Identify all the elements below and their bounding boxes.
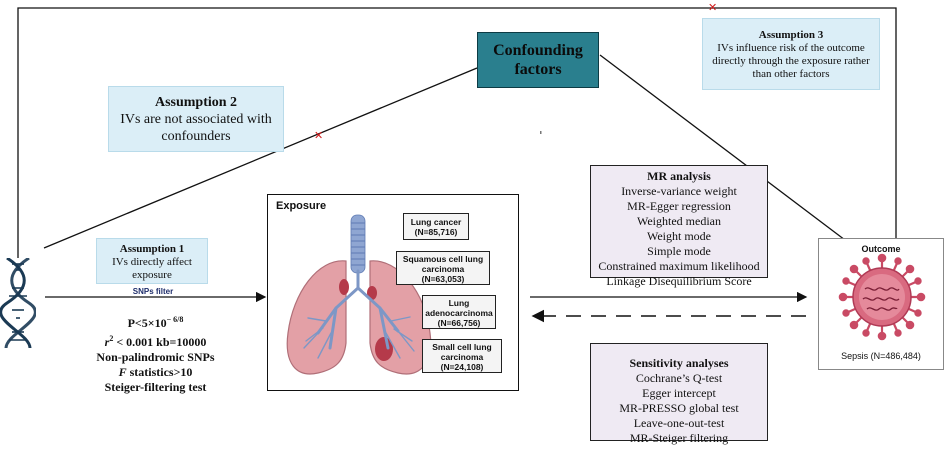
assumption-3-line-1: IVs influence risk of the outcome — [717, 42, 865, 54]
assumption-3-line-3: than other factors — [752, 68, 830, 80]
assumption-2-box: Assumption 2 IVs are not associated with… — [108, 86, 284, 152]
cross-icon-top: ✕ — [708, 1, 718, 14]
assumption-1-line-2: exposure — [132, 269, 172, 281]
exposure-box: Exposure — [267, 194, 519, 391]
top-path-line — [17, 7, 897, 258]
assumption-1-title: Assumption 1 — [119, 243, 185, 255]
assumption-2-line-2: confounders — [161, 129, 231, 144]
assumption-1-box: Assumption 1 IVs directly affect exposur… — [96, 238, 208, 284]
dna-icon — [0, 258, 36, 348]
assumption-3-box: Assumption 3 IVs influence risk of the o… — [702, 18, 880, 90]
mr-method: MR-Egger regression — [627, 199, 731, 213]
mr-analysis-box: MR analysis Inverse-variance weight MR-E… — [590, 165, 768, 288]
label-lung-cancer: Lung cancer (N=85,716) — [403, 213, 469, 240]
steiger-filter: Steiger-filtering test — [104, 380, 207, 394]
assumption-2-title: Assumption 2 — [154, 95, 238, 110]
mr-method: Inverse-variance weight — [621, 184, 737, 198]
ld-clumping-threshold: r2 < 0.001 kb=10000 — [104, 334, 207, 349]
mr-method: Linkage Disequilibrium Score — [606, 274, 752, 288]
outcome-box: Outcome Sepsis (N=486,484) — [818, 238, 944, 370]
outcome-title: Outcome — [861, 244, 901, 254]
assumption-3-line-2: directly through the exposure rather — [712, 55, 870, 67]
sensitivity-method: Egger intercept — [642, 386, 716, 400]
sensitivity-method: Leave-one-out-test — [633, 416, 725, 430]
filter-criteria: P<5×10− 6/8 r2 < 0.001 kb=10000 Non-pali… — [68, 312, 243, 395]
label-squamous-cell: Squamous cell lung carcinoma (N=63,053) — [396, 251, 490, 285]
label-small-cell: Small cell lung carcinoma (N=24,108) — [422, 339, 502, 373]
assumption-2-line-1: IVs are not associated with — [120, 112, 272, 127]
virus-icon — [838, 253, 926, 341]
non-palindromic-filter: Non-palindromic SNPs — [96, 350, 215, 364]
p-value-threshold: P<5×10− 6/8 — [127, 315, 184, 330]
confounding-factors-label: Confounding factors — [493, 42, 583, 78]
cross-icon-mid: ✕ — [314, 129, 324, 142]
snps-filter-label: SNPs filter — [122, 287, 184, 296]
sensitivity-title: Sensitivity analyses — [629, 356, 729, 370]
mr-method: Weight mode — [646, 229, 712, 243]
sensitivity-method: MR-Steiger filtering — [629, 431, 729, 445]
lungs-icon — [286, 214, 432, 375]
mr-method: Constrained maximum likelihood — [598, 259, 760, 273]
confounders-outcome-line — [599, 54, 846, 241]
outcome-label: Sepsis (N=486,484) — [841, 351, 921, 361]
mr-analysis-title: MR analysis — [647, 169, 711, 183]
sensitivity-method: MR-PRESSO global test — [619, 401, 739, 415]
f-statistic-filter: F statistics>10 — [118, 365, 193, 379]
assumption-3-title: Assumption 3 — [758, 29, 824, 41]
confounding-factors-box: Confounding factors — [477, 32, 599, 88]
mr-method: Weighted median — [636, 214, 721, 228]
mr-method: Simple mode — [647, 244, 711, 258]
sensitivity-method: Cochrane’s Q-test — [635, 371, 723, 385]
ivs-confounders-line — [43, 67, 478, 249]
assumption-1-line-1: IVs directly affect — [112, 256, 192, 268]
label-adenocarcinoma: Lung adenocarcinoma (N=66,756) — [422, 295, 496, 329]
sensitivity-analyses-box: Sensitivity analyses Cochrane’s Q-test E… — [590, 343, 768, 445]
exposure-title: Exposure — [276, 200, 327, 212]
